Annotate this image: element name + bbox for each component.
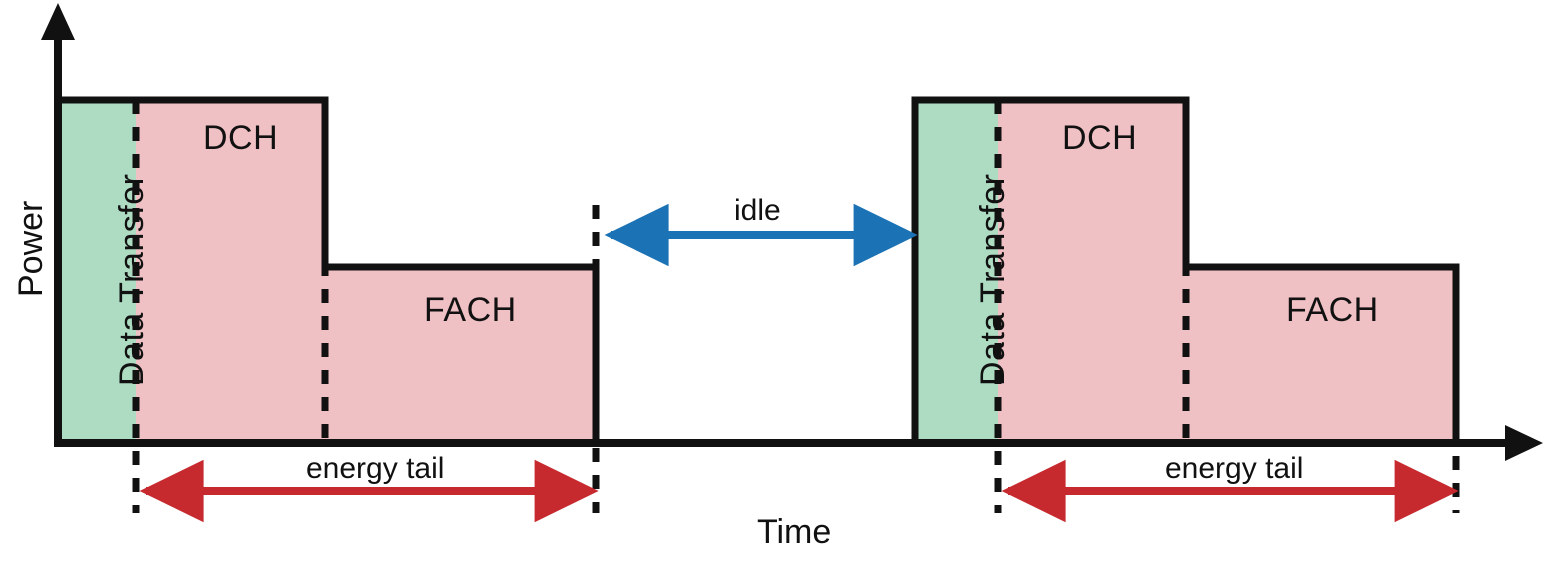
- annotation-arrows: [139, 203, 1459, 523]
- block-label-fach-1: FACH: [424, 291, 517, 329]
- fill-cycle1-fach: [325, 267, 596, 443]
- block-label-data-transfer-2: Data Transfer: [974, 173, 1012, 386]
- fill-cycle1-dch: [136, 100, 325, 443]
- x-axis-label: Time: [757, 513, 832, 551]
- fill-cycle1-data-transfer: [58, 100, 136, 443]
- block-label-dch-1: DCH: [203, 119, 279, 157]
- block-label-data-transfer-1: Data Transfer: [113, 173, 151, 386]
- state-fills: [58, 100, 1456, 443]
- y-axis-arrowhead: [41, 3, 75, 40]
- block-label-dch-2: DCH: [1062, 119, 1138, 157]
- y-axis-label: Power: [12, 200, 50, 297]
- fill-cycle2-dch: [998, 100, 1186, 443]
- annotation-label-energy-tail-1: energy tail: [306, 452, 445, 485]
- fill-cycle2-data-transfer: [915, 100, 998, 443]
- block-label-fach-2: FACH: [1286, 291, 1379, 329]
- axes: [41, 3, 1543, 461]
- x-axis-arrowhead: [1505, 425, 1543, 461]
- annotation-label-idle: idle: [734, 194, 781, 227]
- annotation-label-energy-tail-2: energy tail: [1165, 452, 1304, 485]
- fill-cycle2-fach: [1186, 267, 1456, 443]
